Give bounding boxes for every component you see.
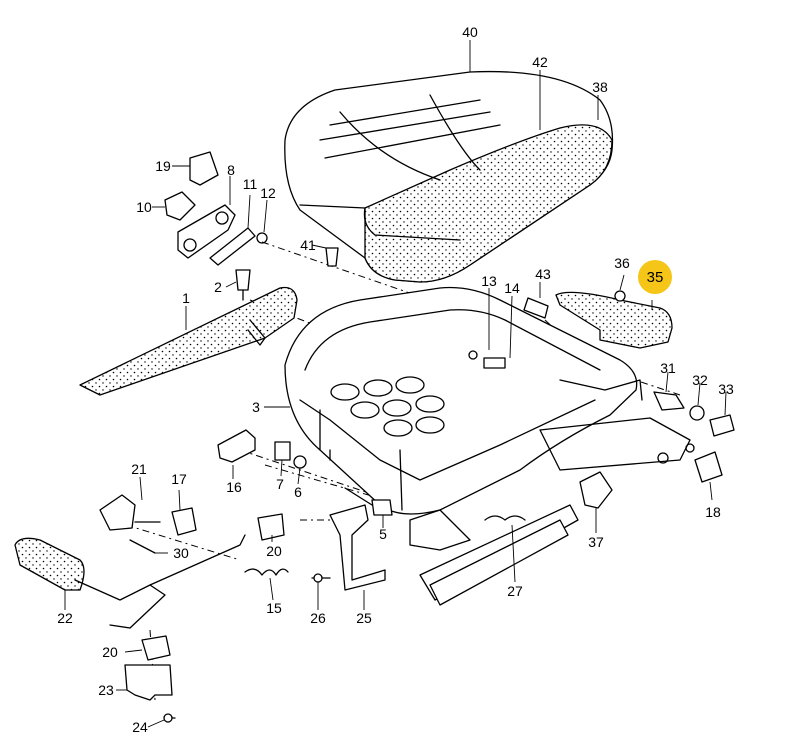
callout-22: 22 [57, 610, 73, 626]
seat-cushion [284, 70, 614, 283]
callout-36: 36 [614, 255, 630, 271]
callout-25: 25 [356, 610, 372, 626]
callout-8: 8 [227, 162, 235, 178]
callout-19: 19 [155, 158, 171, 174]
callout-41: 41 [300, 237, 316, 253]
callout-30: 30 [173, 545, 189, 561]
callout-27: 27 [507, 583, 523, 599]
leader-lines [64, 40, 727, 728]
callout-26: 26 [310, 610, 326, 626]
callout-6: 6 [294, 484, 302, 500]
callout-labels: 40 42 38 19 8 11 12 10 41 2 1 13 14 43 3… [57, 24, 734, 735]
callout-40: 40 [462, 24, 478, 40]
callout-18: 18 [705, 504, 721, 520]
callout-17: 17 [171, 471, 187, 487]
callout-24: 24 [132, 719, 148, 735]
callout-43: 43 [535, 266, 551, 282]
callout-15: 15 [266, 600, 282, 616]
callout-20-upper: 20 [266, 543, 282, 559]
callout-37: 37 [588, 534, 604, 550]
callout-10: 10 [136, 199, 152, 215]
callout-23: 23 [98, 682, 114, 698]
callout-5: 5 [379, 526, 387, 542]
highlight-marker [638, 260, 672, 294]
callout-1: 1 [182, 290, 190, 306]
callout-7: 7 [276, 476, 284, 492]
callout-21: 21 [131, 461, 147, 477]
callout-20-lower: 20 [102, 644, 118, 660]
callout-12: 12 [260, 185, 276, 201]
part-1-side-trim [79, 286, 298, 396]
small-parts [14, 151, 735, 723]
callout-33: 33 [718, 381, 734, 397]
callout-32: 32 [692, 372, 708, 388]
callout-11: 11 [243, 176, 258, 192]
callout-31: 31 [660, 360, 676, 376]
callout-3: 3 [252, 399, 260, 415]
callout-38: 38 [592, 79, 608, 95]
callout-2: 2 [214, 279, 222, 295]
callout-13: 13 [481, 273, 497, 289]
seat-frame [284, 286, 695, 551]
callout-14: 14 [504, 280, 520, 296]
callout-35: 35 [647, 269, 664, 286]
callout-16: 16 [226, 479, 242, 495]
callout-42: 42 [532, 54, 548, 70]
part-35-trim-cover [555, 291, 673, 349]
